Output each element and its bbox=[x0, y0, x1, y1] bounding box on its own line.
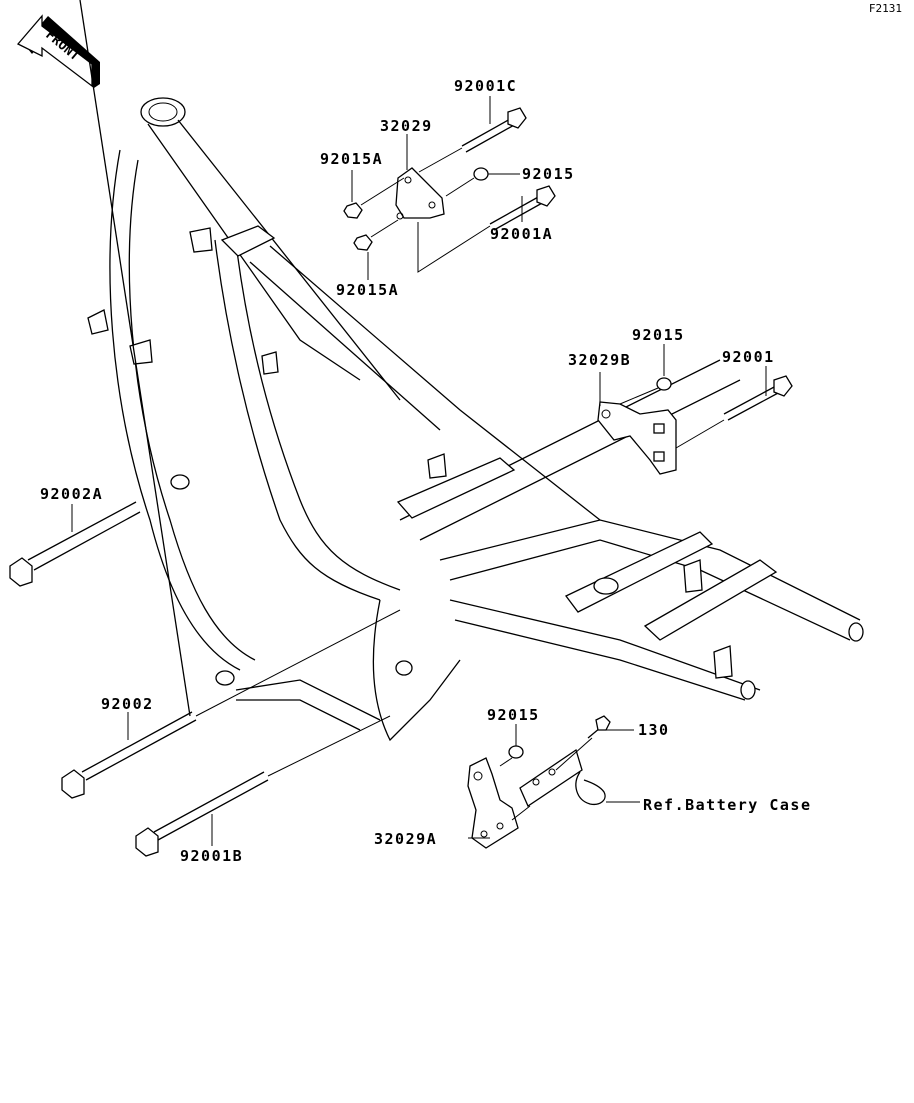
label-leaders bbox=[71, 96, 767, 846]
label-92001: 92001 bbox=[722, 348, 775, 366]
bracket-32029b-group bbox=[597, 375, 793, 475]
label-92015-bottom: 92015 bbox=[487, 706, 540, 724]
label-92002: 92002 bbox=[101, 695, 154, 713]
label-92002a: 92002A bbox=[40, 485, 104, 503]
label-92015a-top: 92015A bbox=[320, 150, 384, 168]
label-92001b: 92001B bbox=[180, 847, 244, 865]
label-92015-mid: 92015 bbox=[632, 326, 685, 344]
label-ref-battery-case: Ref.Battery Case bbox=[643, 796, 812, 814]
bracket-32029-group bbox=[343, 107, 556, 273]
figure-id: F2131 bbox=[868, 2, 902, 15]
bracket-32029 bbox=[395, 167, 445, 219]
label-32029a: 32029A bbox=[374, 830, 438, 848]
label-92015-top: 92015 bbox=[522, 165, 575, 183]
motorcycle-frame bbox=[87, 97, 864, 742]
battery-case-plate bbox=[519, 748, 583, 807]
bracket-32029a-group bbox=[467, 715, 611, 849]
label-92015a-bottom: 92015A bbox=[336, 281, 400, 299]
bracket-32029a bbox=[467, 757, 519, 849]
label-130: 130 bbox=[638, 721, 670, 739]
label-32029: 32029 bbox=[380, 117, 433, 135]
steering-head bbox=[140, 97, 186, 127]
label-92001c: 92001C bbox=[454, 77, 518, 95]
label-32029b: 32029B bbox=[568, 351, 632, 369]
label-92001a: 92001A bbox=[490, 225, 554, 243]
left-bolts-group bbox=[9, 0, 401, 857]
